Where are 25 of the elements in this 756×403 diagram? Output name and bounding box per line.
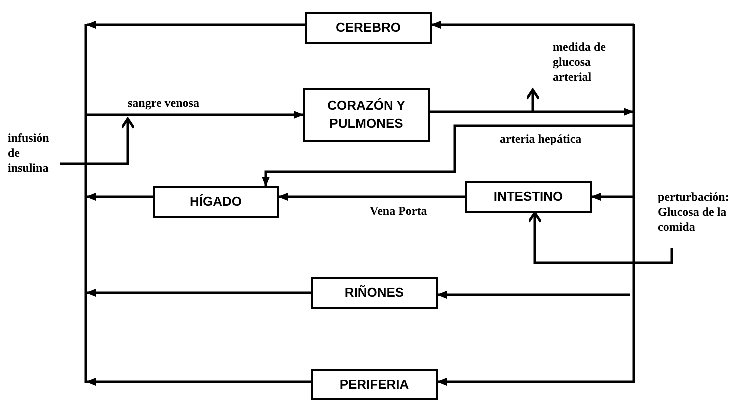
organ-box: CORAZÓN Y PULMONES	[303, 88, 430, 142]
edge-label: arteria hepática	[500, 132, 582, 147]
arrow	[278, 193, 465, 201]
arrow	[431, 21, 634, 29]
input-label: medida de glucosa arterial	[553, 40, 629, 90]
organ-box: INTESTINO	[465, 181, 592, 213]
input-label: perturbación: Glucosa de la comida	[658, 190, 752, 248]
organ-box: RIÑONES	[311, 277, 438, 309]
arrow	[60, 118, 136, 166]
arrow	[528, 212, 674, 264]
arrow	[430, 108, 634, 116]
arrow	[437, 378, 634, 386]
arrow	[526, 88, 540, 112]
arrow	[86, 111, 304, 119]
organ-box: HÍGADO	[153, 186, 279, 218]
arrow	[86, 378, 311, 386]
arrow	[437, 291, 630, 299]
arrow	[86, 193, 153, 201]
organ-box: CEREBRO	[305, 12, 432, 44]
organ-box: PERIFERIA	[311, 369, 438, 400]
arrow	[86, 289, 311, 297]
arrow	[262, 124, 634, 187]
arrow	[86, 21, 305, 29]
input-label: infusión de insulina	[8, 131, 60, 193]
arrow	[591, 193, 634, 201]
